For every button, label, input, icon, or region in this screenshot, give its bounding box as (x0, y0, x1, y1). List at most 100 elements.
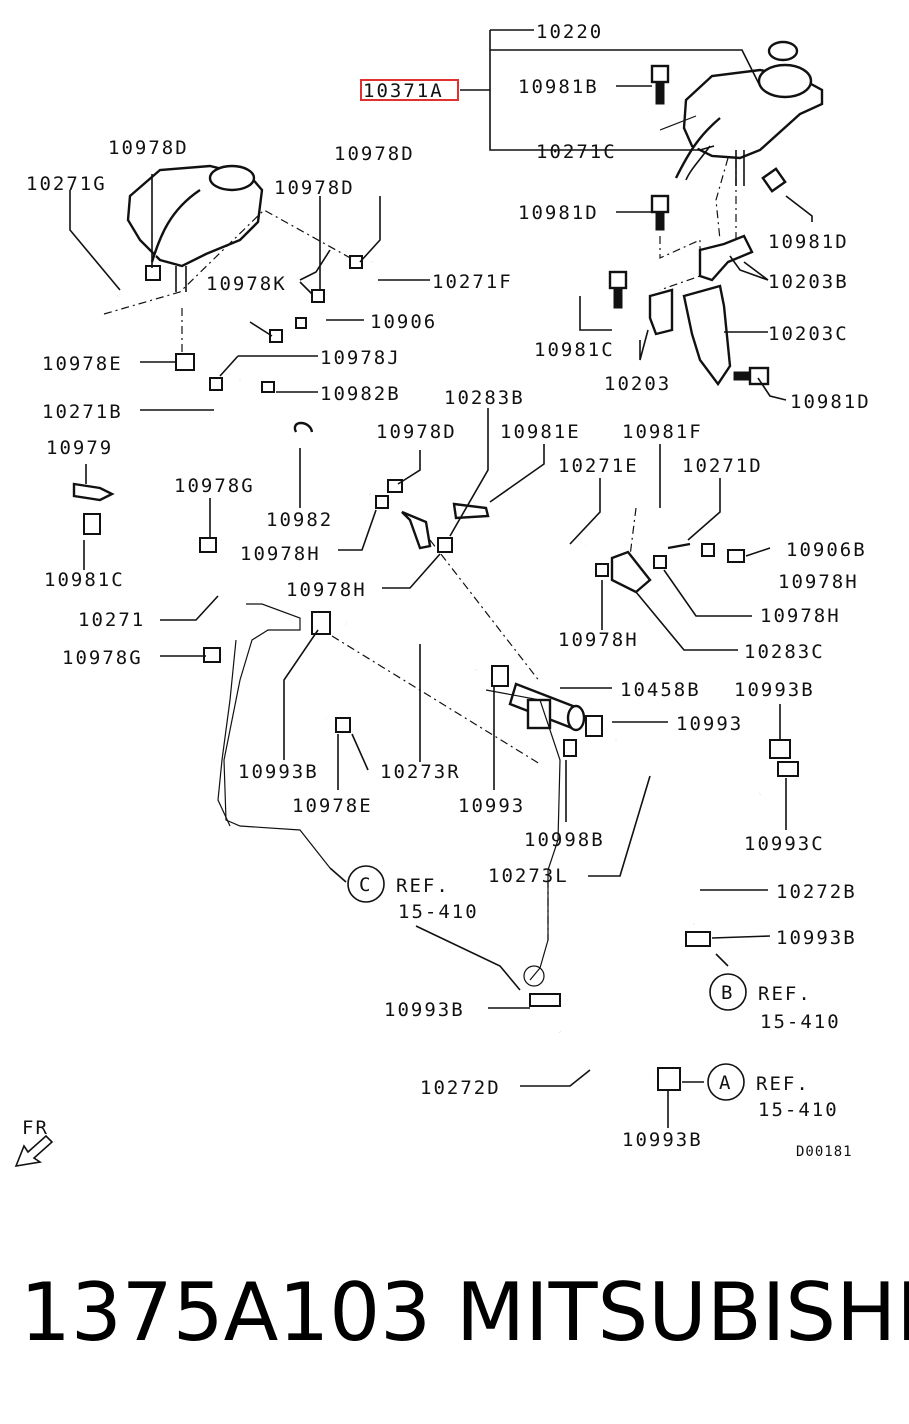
label-10981D-c: 10981D (790, 391, 871, 413)
label-10993B-d: 10993B (384, 999, 465, 1021)
ref-c-word: REF. (396, 875, 450, 897)
label-10220: 10220 (536, 21, 603, 43)
label-10978H-e: 10978H (558, 629, 639, 651)
drawing-code: D00181 (796, 1144, 853, 1160)
label-10271F: 10271F (432, 271, 513, 293)
bolt-10981D-upper (650, 194, 670, 231)
label-10998B: 10998B (524, 829, 605, 851)
label-10978D-a: 10978D (108, 137, 189, 159)
part-number: 1375A103 (20, 1266, 431, 1359)
label-10981C-top: 10981C (534, 339, 615, 361)
brand-name: MITSUBISHI (456, 1266, 909, 1359)
part-labels: 10220 10371A 10981B 10271C 10981D 10981D… (26, 21, 871, 1151)
hose-10271E (448, 542, 587, 554)
hose-10982 (209, 412, 398, 496)
ref-b-word: REF. (758, 983, 812, 1005)
bolt-10981B (650, 64, 670, 105)
hose-clamps (83, 255, 799, 1091)
engine-block-outline (217, 603, 561, 987)
label-10981C-left: 10981C (44, 569, 125, 591)
ref-c-number: 15-410 (398, 901, 479, 923)
label-10981D-a: 10981D (518, 202, 599, 224)
label-10271D: 10271D (682, 455, 763, 477)
label-10982: 10982 (266, 509, 333, 531)
label-10979: 10979 (46, 437, 113, 459)
ref-a: A REF. 15-410 (707, 1063, 839, 1121)
ref-a-number: 15-410 (758, 1099, 839, 1121)
label-10978E-b: 10978E (292, 795, 373, 817)
label-10906B: 10906B (786, 539, 867, 561)
label-10978G-b: 10978G (62, 647, 143, 669)
label-10993B-a: 10993B (734, 679, 815, 701)
hose-10273R (344, 611, 490, 674)
label-10273L: 10273L (488, 865, 569, 887)
label-10458B: 10458B (620, 679, 701, 701)
label-10271B: 10271B (42, 401, 123, 423)
label-10978H-c: 10978H (778, 571, 859, 593)
bracket-10203C (682, 284, 732, 387)
label-10203B: 10203B (768, 271, 849, 293)
ref-c-letter: C (359, 874, 372, 896)
label-10978G-a: 10978G (174, 475, 255, 497)
front-arrow-icon: FR (14, 1117, 54, 1168)
bolt-10981C-top (608, 270, 628, 309)
reservoir-tank-left (126, 164, 264, 292)
label-10993C: 10993C (744, 833, 825, 855)
label-10981D-b: 10981D (768, 231, 849, 253)
ref-a-word: REF. (756, 1073, 810, 1095)
label-10271: 10271 (78, 609, 145, 631)
hose-10272D (548, 1026, 651, 1091)
label-10906: 10906 (370, 311, 437, 333)
ref-b-number: 15-410 (760, 1011, 841, 1033)
label-10993-b: 10993 (458, 795, 525, 817)
label-10371A: 10371A (363, 80, 444, 102)
leader-lines (69, 29, 813, 1128)
label-10978H-a: 10978H (240, 543, 321, 565)
hose-10271B (115, 380, 327, 725)
hose-10271D (667, 542, 691, 550)
label-10982B: 10982B (320, 383, 401, 405)
label-10993B-c: 10993B (776, 927, 857, 949)
hose-10273L (610, 728, 761, 778)
ref-b-letter: B (721, 982, 734, 1004)
label-10993B-e: 10993B (622, 1129, 703, 1151)
thermostat-housing-10458B (508, 682, 586, 732)
label-10981F: 10981F (622, 421, 703, 443)
ref-b: B REF. 15-410 (709, 973, 841, 1033)
label-10283B: 10283B (444, 387, 525, 409)
label-10978H-b: 10978H (286, 579, 367, 601)
label-10978E-a: 10978E (42, 353, 123, 375)
label-10203: 10203 (604, 373, 671, 395)
fr-label: FR (22, 1117, 49, 1139)
label-10283C: 10283C (744, 641, 825, 663)
label-10271C: 10271C (536, 141, 617, 163)
reservoir-tank-top (659, 40, 824, 186)
label-10273R: 10273R (380, 761, 461, 783)
label-10272D: 10272D (420, 1077, 501, 1099)
highlight-box (360, 79, 459, 101)
ref-c: C REF. 15-410 (347, 865, 479, 923)
hose-10272B (661, 781, 764, 930)
dashed-lines (103, 157, 737, 940)
bracket-10203B (698, 234, 754, 282)
small-brackets (72, 421, 652, 594)
label-10993B-b: 10993B (238, 761, 319, 783)
label-10981B: 10981B (518, 76, 599, 98)
label-10272B: 10272B (776, 881, 857, 903)
label-10978D-d: 10978D (376, 421, 457, 443)
ref-a-letter: A (719, 1072, 732, 1094)
label-10271G: 10271G (26, 173, 107, 195)
label-10993-a: 10993 (676, 713, 743, 735)
bolt-10981D-right (733, 167, 787, 386)
label-10978J: 10978J (320, 347, 401, 369)
label-10203C: 10203C (768, 323, 849, 345)
hose-10271G (116, 270, 152, 298)
label-10981E: 10981E (500, 421, 581, 443)
label-10978D-b: 10978D (334, 143, 415, 165)
label-10978H-d: 10978H (760, 605, 841, 627)
label-10978D-c: 10978D (274, 177, 355, 199)
label-10978K: 10978K (206, 273, 287, 295)
label-10271E: 10271E (558, 455, 639, 477)
bracket-10203 (648, 288, 674, 336)
